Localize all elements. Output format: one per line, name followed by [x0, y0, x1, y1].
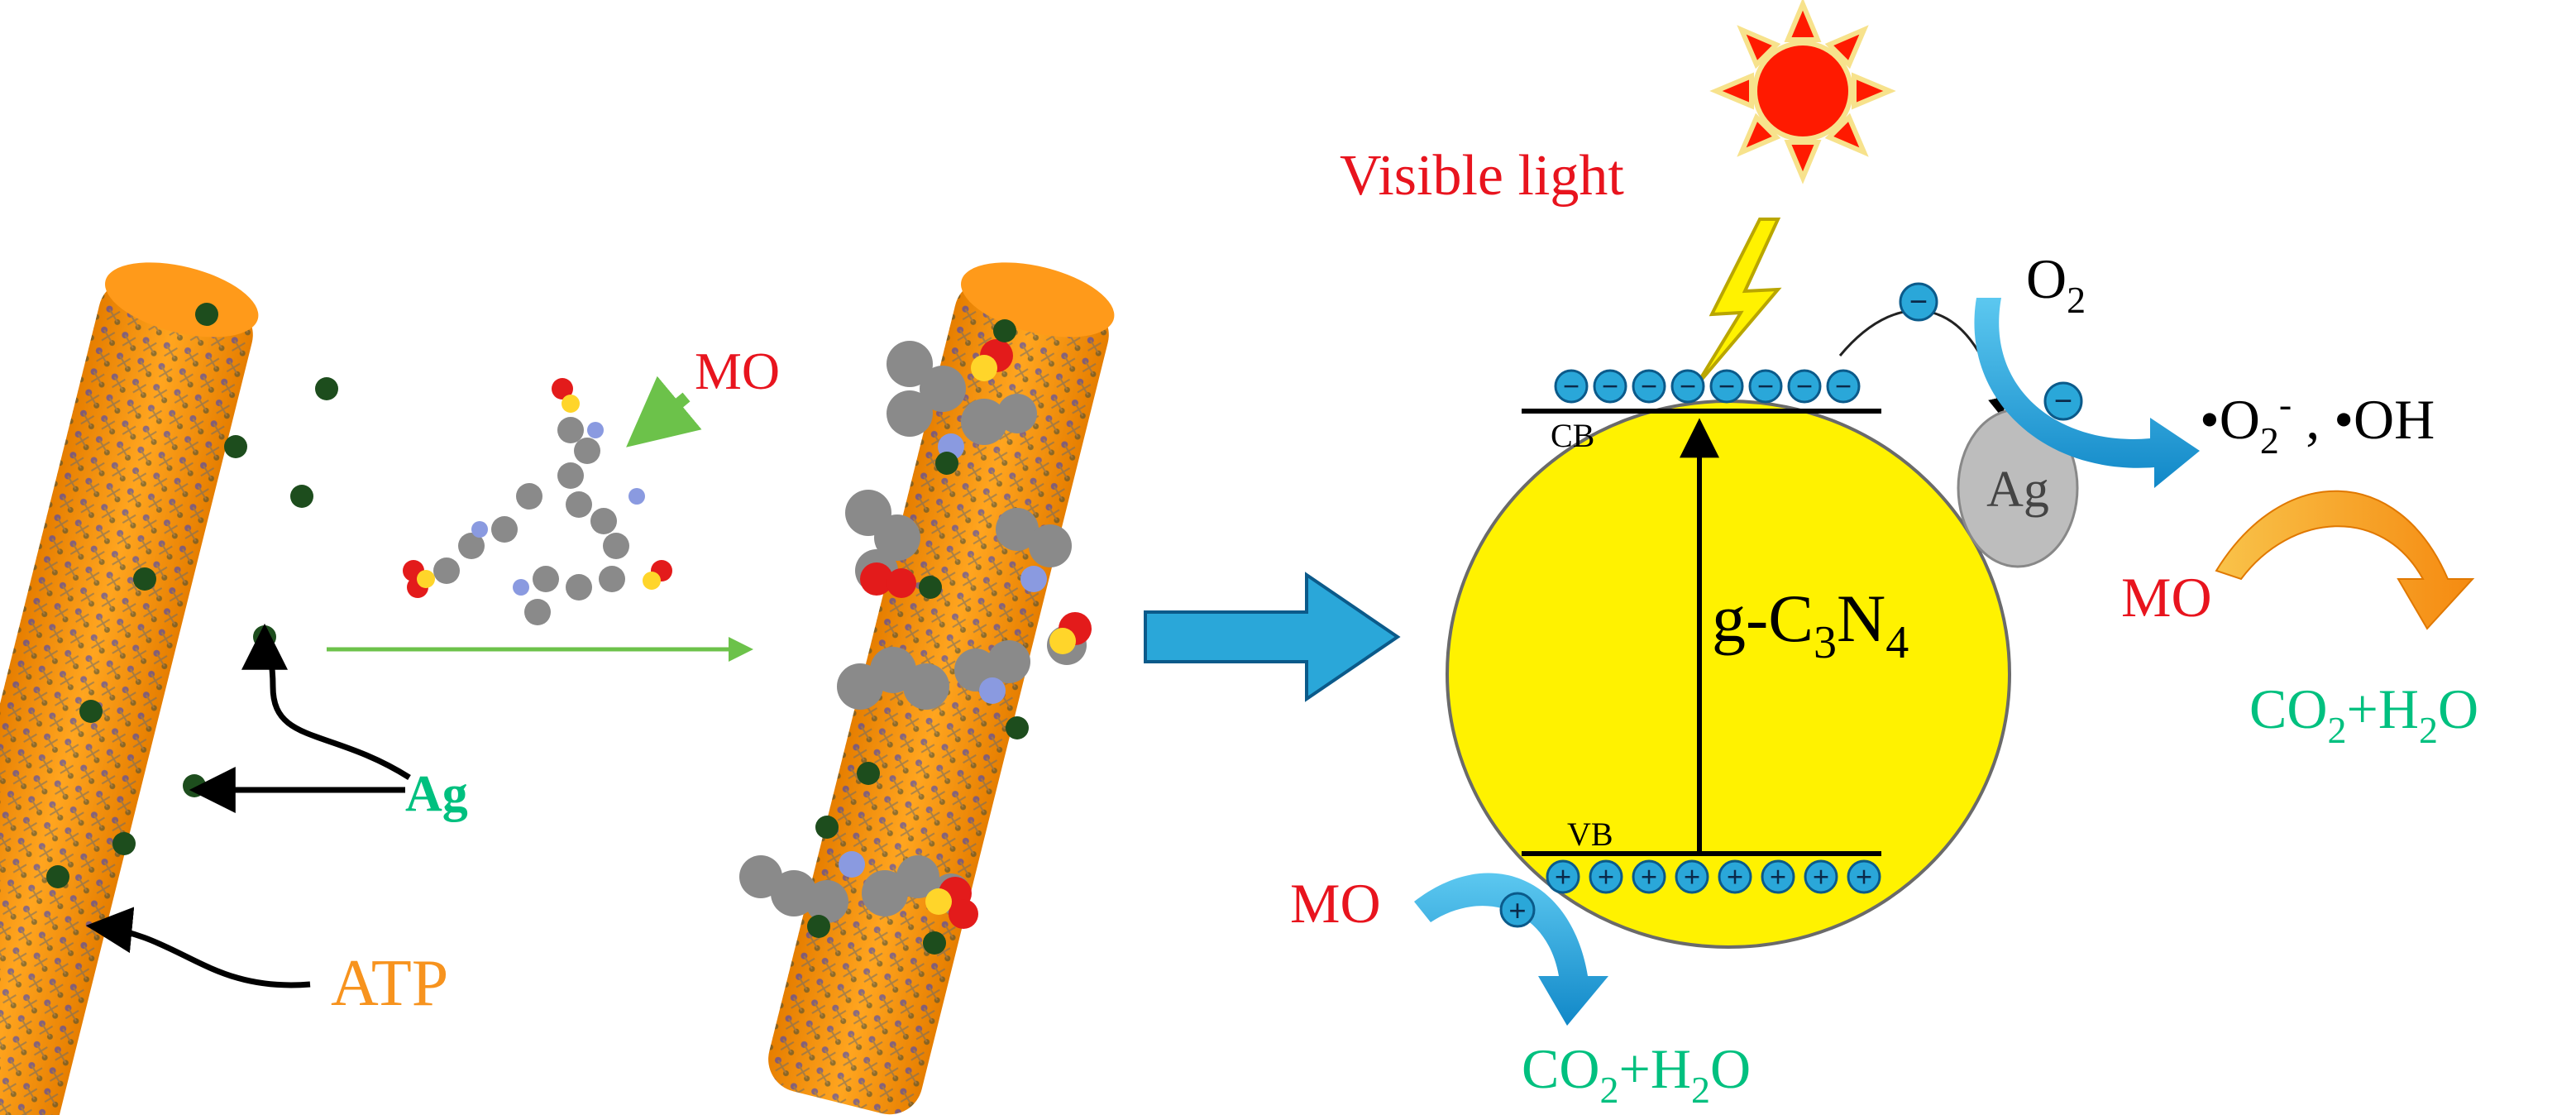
mo-molecules: [403, 378, 672, 625]
cb-electrons: −−−−−−−−: [1554, 369, 1861, 404]
visible-light-label: Visible light: [1340, 144, 1624, 208]
svg-text:+: +: [1641, 860, 1658, 893]
process-arrow: [1144, 572, 1401, 702]
ag-pointer-arrows: [85, 623, 411, 988]
electron-icon: −: [1899, 282, 1938, 322]
svg-text:+: +: [1555, 860, 1572, 893]
sun-icon: [1709, 0, 1896, 184]
hole-icon: +: [1761, 859, 1795, 894]
lightning-icon: [1694, 218, 1782, 389]
electron-icon: −: [1748, 369, 1783, 404]
hole-icon: +: [1804, 859, 1838, 894]
hole-icon: +: [1718, 859, 1752, 894]
adsorbed-mo-clusters: [739, 341, 1087, 923]
svg-text:+: +: [1856, 860, 1873, 893]
hole-icon: +: [1546, 859, 1580, 894]
ag-label: Ag: [405, 766, 468, 822]
svg-text:−: −: [2054, 382, 2073, 419]
product-label-bottom: CO2+H2O: [1522, 1037, 1751, 1111]
electron-icon: −: [1826, 369, 1861, 404]
cb-label: CB: [1551, 417, 1594, 454]
svg-text:−: −: [1602, 370, 1619, 403]
svg-text:−: −: [1796, 370, 1814, 403]
electron-icon: −: [1554, 369, 1589, 404]
mo-green-pointer: [626, 376, 702, 447]
ag-particle-label: Ag: [1986, 462, 2049, 518]
o2-reduction-arrow: [1974, 298, 2200, 488]
svg-text:−: −: [1718, 370, 1736, 403]
electron-icon: −: [1593, 369, 1627, 404]
mo-label-top: MO: [695, 342, 780, 400]
mo-label-right: MO: [2121, 566, 2212, 629]
svg-text:−: −: [1641, 370, 1658, 403]
hole-icon: +: [1847, 859, 1881, 894]
mo-degradation-arrow-right: [2215, 490, 2475, 630]
hole-icon: +: [1589, 859, 1623, 894]
atp-rod-middle: [739, 262, 1115, 1115]
vb-label: VB: [1567, 816, 1613, 853]
electron-icon: −: [1787, 369, 1822, 404]
electron-icon: −: [2043, 381, 2083, 421]
electron-icon: −: [1632, 369, 1666, 404]
svg-text:−: −: [1680, 370, 1697, 403]
svg-text:−: −: [1757, 370, 1775, 403]
atp-label: ATP: [331, 947, 448, 1020]
mo-oxidation-arrow-bottom: [1414, 873, 1608, 1026]
vb-holes: + + + + + + + +: [1546, 859, 1881, 894]
hole-icon: +: [1675, 859, 1709, 894]
svg-text:+: +: [1813, 860, 1830, 893]
electron-icon: −: [1709, 369, 1744, 404]
svg-text:+: +: [1508, 894, 1527, 929]
product-label-right: CO2+H2O: [2249, 677, 2478, 751]
ag-nanoparticles-middle: [807, 319, 1029, 955]
mo-label-bottom: MO: [1290, 872, 1381, 935]
svg-text:−: −: [1909, 283, 1928, 320]
electron-icon: −: [1670, 369, 1705, 404]
svg-text:+: +: [1727, 860, 1744, 893]
g-c3n4-label: g-C3N4: [1712, 581, 1909, 668]
svg-text:+: +: [1770, 860, 1787, 893]
radicals-label: •O2- , •OH: [2200, 383, 2435, 462]
svg-text:−: −: [1835, 370, 1852, 403]
hole-icon: +: [1499, 892, 1536, 929]
hole-icon: +: [1632, 859, 1666, 894]
svg-text:−: −: [1563, 370, 1580, 403]
svg-text:+: +: [1684, 860, 1701, 893]
svg-text:+: +: [1598, 860, 1615, 893]
o2-label: O2: [2026, 247, 2086, 321]
